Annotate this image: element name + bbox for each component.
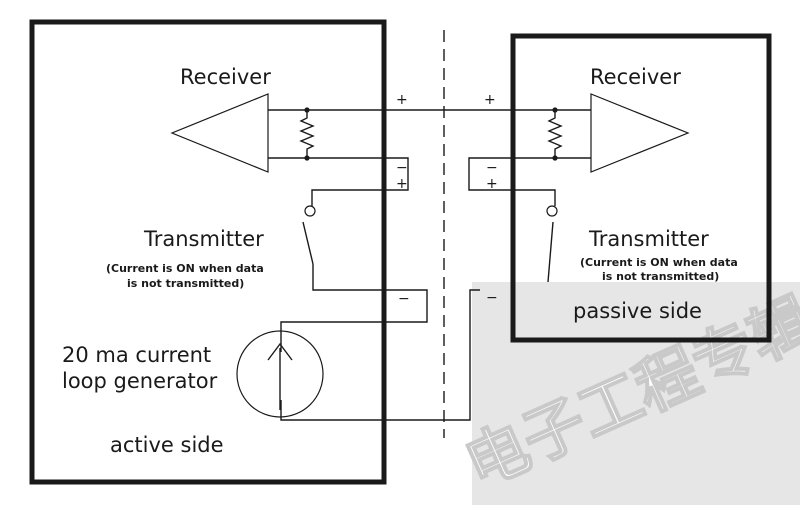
left-transmitter-minus: − bbox=[398, 291, 410, 307]
right-receiver-label: Receiver bbox=[590, 65, 681, 89]
left-transmitter-plus: + bbox=[396, 176, 408, 192]
right-top-plus: + bbox=[484, 92, 496, 108]
left-top-plus: + bbox=[396, 92, 408, 108]
right-transmitter-label: Transmitter bbox=[588, 227, 709, 251]
generator-label-2: loop generator bbox=[62, 369, 218, 393]
right-transmitter-switch bbox=[547, 221, 554, 283]
left-receiver-minus: − bbox=[396, 160, 408, 176]
left-transmitter-contact-top bbox=[304, 205, 316, 217]
right-receiver-resistor bbox=[547, 110, 563, 158]
left-receiver-resistor bbox=[299, 110, 315, 158]
watermark-background bbox=[472, 282, 800, 505]
left-transmitter-label: Transmitter bbox=[143, 227, 264, 251]
right-receiver-amplifier bbox=[590, 93, 690, 173]
active-side-box bbox=[29, 19, 387, 485]
right-receiver-minus: − bbox=[486, 160, 498, 176]
left-transmitter-note-1: (Current is ON when data bbox=[106, 262, 264, 275]
left-transmitter-switch bbox=[302, 221, 314, 265]
left-transmitter-note-2: is not transmitted) bbox=[127, 277, 244, 290]
generator-label-1: 20 ma current bbox=[62, 343, 211, 367]
passive-side-box bbox=[510, 33, 772, 343]
right-transmitter-contact-top bbox=[546, 205, 558, 217]
right-transmitter-note-1: (Current is ON when data bbox=[580, 256, 738, 269]
right-transmitter-plus: + bbox=[486, 176, 498, 192]
left-receiver-amplifier bbox=[170, 93, 269, 173]
left-receiver-label: Receiver bbox=[180, 65, 271, 89]
generator-minus: − bbox=[486, 290, 498, 306]
return-wire bbox=[280, 289, 480, 421]
passive-side-label: passive side bbox=[573, 299, 702, 323]
active-side-label: active side bbox=[110, 433, 224, 457]
current-generator-symbol bbox=[236, 330, 324, 418]
right-transmitter-note-2: is not transmitted) bbox=[602, 270, 719, 283]
